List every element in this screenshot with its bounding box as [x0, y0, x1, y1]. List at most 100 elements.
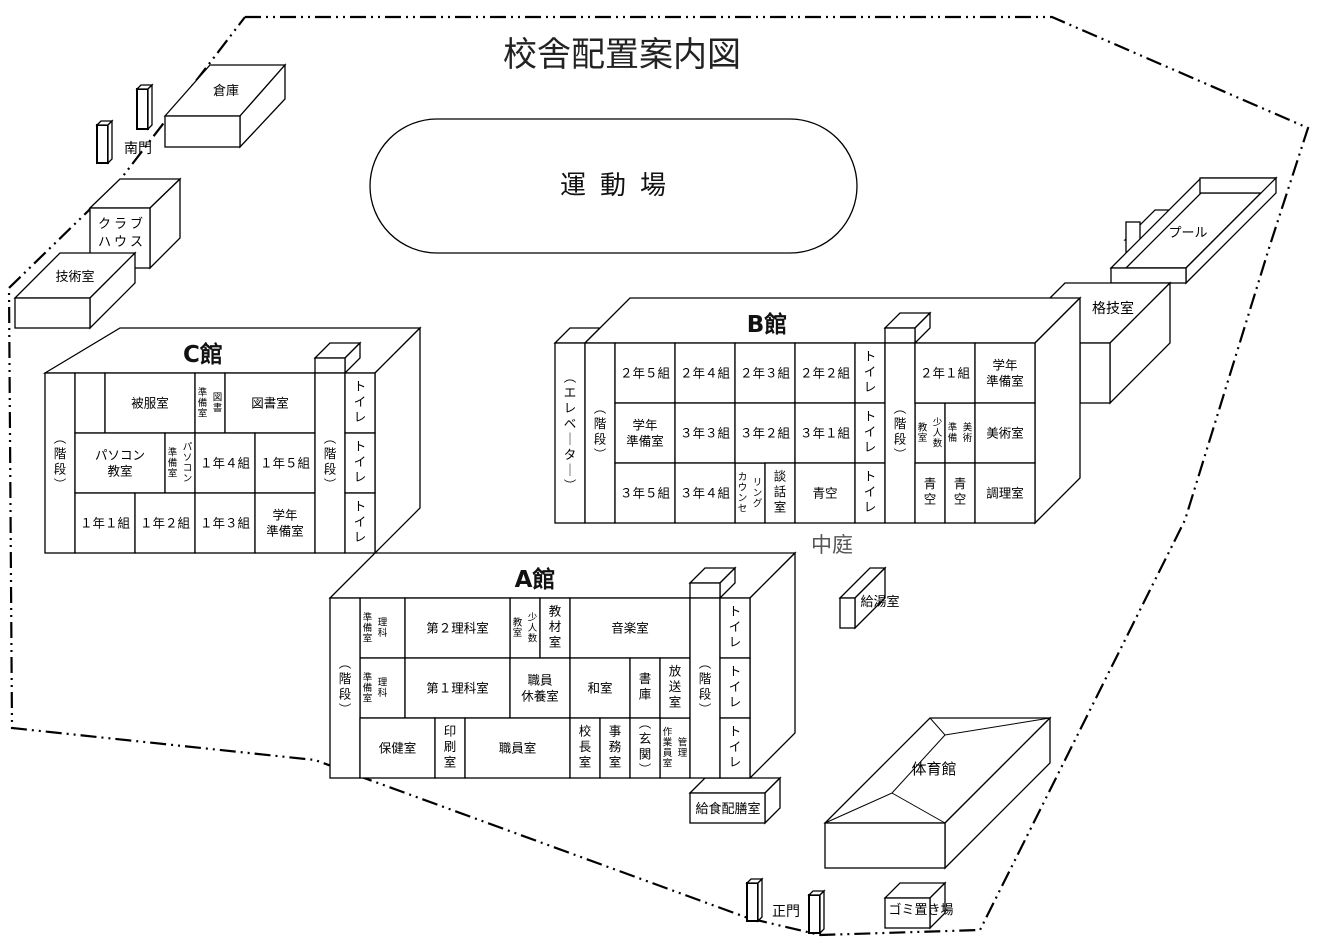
pool[interactable]: プール [1109, 176, 1278, 285]
room-a-sci1[interactable]: 第１理科室 [404, 657, 511, 719]
south-gate[interactable]: 南門 [95, 83, 154, 165]
room-b-2-5[interactable]: ２年５組 [614, 342, 676, 404]
room-a-wc1[interactable]: トイレ [719, 597, 751, 659]
room-c-blank[interactable] [74, 372, 106, 434]
room-a-japanese[interactable]: 和室 [569, 657, 631, 719]
room-label-char: ト [729, 603, 742, 618]
room-b-3-4[interactable]: ３年４組 [674, 462, 736, 524]
room-label: 学年 [272, 508, 297, 523]
room-a-stairs-left[interactable]: ︵階段︶ [329, 597, 361, 779]
room-c-lib-prep2[interactable]: 図書 [213, 393, 223, 415]
room-c-stairs-right[interactable]: ︵階段︶ [314, 372, 346, 554]
room-a-sci-prep2b[interactable]: 準備室 [363, 611, 373, 644]
room-b-counsel2[interactable]: リング [753, 477, 763, 509]
gymnasium[interactable]: 体育館 [823, 716, 1052, 870]
room-a-store[interactable]: 書庫 [629, 657, 661, 719]
room-label-char: ト [729, 723, 742, 738]
kettle-room[interactable]: 給湯室 [838, 566, 900, 630]
garbage-area[interactable]: ゴミ置き場 [883, 881, 954, 930]
room-c-lib-prep[interactable]: 準備室 [194, 372, 226, 434]
room-label: ３年２組 [740, 426, 790, 441]
room-b-3-1[interactable]: ３年１組 [794, 402, 856, 464]
room-a-music[interactable]: 音楽室 [569, 597, 691, 659]
room-c-library[interactable]: 図書室 [224, 372, 316, 434]
main-gate[interactable]: 正門 [745, 877, 826, 935]
room-b-2-3[interactable]: ２年３組 [734, 342, 796, 404]
room-b-3-5[interactable]: ３年５組 [614, 462, 676, 524]
room-a-sci-prep1b[interactable]: 準備室 [363, 671, 373, 704]
room-a-sci-prep2a[interactable]: 理科 [378, 618, 388, 640]
room-a-wc3[interactable]: トイレ [719, 717, 751, 779]
room-a-broadcast[interactable]: 放送室 [659, 657, 691, 719]
room-c-1-1[interactable]: １年１組 [74, 492, 136, 554]
clubhouse[interactable]: クラブ ハウス [88, 177, 182, 270]
room-c-1-3[interactable]: １年３組 [194, 492, 256, 554]
building-a[interactable]: A館 [328, 551, 797, 780]
room-b-stairs-left[interactable]: ︵階段︶ [584, 342, 616, 524]
map-title: 校舎配置案内図 [503, 35, 741, 75]
room-b-empty1[interactable]: 青空 [794, 462, 856, 524]
room-c-1-4[interactable]: １年４組 [194, 432, 256, 494]
room-b-small2[interactable]: 教室 [918, 422, 928, 445]
room-b-small1[interactable]: 少人数 [933, 417, 943, 449]
room-b-wc3[interactable]: トイレ [854, 462, 886, 524]
room-b-art-prep2[interactable]: 準備 [948, 422, 958, 445]
room-a-office[interactable]: 事務室 [599, 717, 631, 779]
room-a-stairs-right[interactable]: ︵階段︶ [689, 597, 721, 779]
room-c-wc1[interactable]: トイレ [344, 372, 376, 434]
room-b-empty3[interactable]: 青空 [944, 462, 976, 524]
room-a-custodian1[interactable]: 管理 [678, 737, 688, 760]
room-a-small1[interactable]: 少人数 [528, 612, 538, 644]
room-c-sewing[interactable]: 被服室 [104, 372, 196, 434]
room-a-wc2[interactable]: トイレ [719, 657, 751, 719]
room-label: 調理室 [986, 486, 1024, 501]
warehouse[interactable]: 倉庫 [163, 63, 287, 149]
room-b-cooking[interactable]: 調理室 [974, 462, 1036, 524]
room-a-sci-prep1a[interactable]: 理科 [378, 678, 388, 700]
room-c-pc-prep[interactable]: 準備室 [164, 432, 196, 494]
room-b-wc2[interactable]: トイレ [854, 402, 886, 464]
room-a-sci2[interactable]: 第２理科室 [404, 597, 511, 659]
lunch-serving-room[interactable]: 給食配膳室 [688, 776, 782, 825]
athletic-field[interactable]: 運動場 [369, 118, 858, 254]
room-b-3-2[interactable]: ３年２組 [734, 402, 796, 464]
room-c-wc3[interactable]: トイレ [344, 492, 376, 554]
room-label-char: 美 [963, 422, 973, 434]
room-a-print[interactable]: 印刷室 [434, 717, 466, 779]
room-a-staff[interactable]: 職員室 [464, 717, 571, 779]
room-b-2-1[interactable]: ２年１組 [914, 342, 976, 404]
room-a-nurse[interactable]: 保健室 [359, 717, 436, 779]
room-b-talk[interactable]: 談話室 [764, 462, 796, 524]
room-label-char: 青 [924, 476, 937, 491]
room-c-pc-prep2[interactable]: パソコン [183, 442, 193, 485]
tech-room[interactable]: 技術室 [13, 251, 137, 330]
room-b-elevator[interactable]: ︵エレベ｜タ｜︶ [554, 342, 586, 524]
room-a-material[interactable]: 教材室 [539, 597, 571, 659]
room-c-stairs-left[interactable]: ︵階段︶ [44, 372, 76, 554]
room-b-stairs-right[interactable]: ︵階段︶ [884, 342, 916, 524]
room-label-char: 刷 [444, 739, 457, 754]
building-c[interactable]: C館 [42, 326, 422, 555]
room-c-1-2[interactable]: １年２組 [134, 492, 196, 554]
room-c-1-5[interactable]: １年５組 [254, 432, 316, 494]
room-b-2-4[interactable]: ２年４組 [674, 342, 736, 404]
room-a-entrance[interactable]: ︵玄関︶ [629, 716, 661, 779]
room-b-art[interactable]: 美術室 [974, 402, 1036, 464]
room-b-3-3[interactable]: ３年３組 [674, 402, 736, 464]
room-b-empty2[interactable]: 青空 [914, 462, 946, 524]
room-a-principal[interactable]: 校長室 [569, 717, 601, 779]
building-b[interactable]: B館 [553, 296, 1082, 525]
room-b-2-2[interactable]: ２年２組 [794, 342, 856, 404]
room-b-art-prep1[interactable]: 美術 [963, 422, 973, 445]
room-c-wc2[interactable]: トイレ [344, 432, 376, 494]
room-a-small2[interactable]: 教室 [513, 617, 523, 640]
room-b-wc1[interactable]: トイレ [854, 342, 886, 404]
